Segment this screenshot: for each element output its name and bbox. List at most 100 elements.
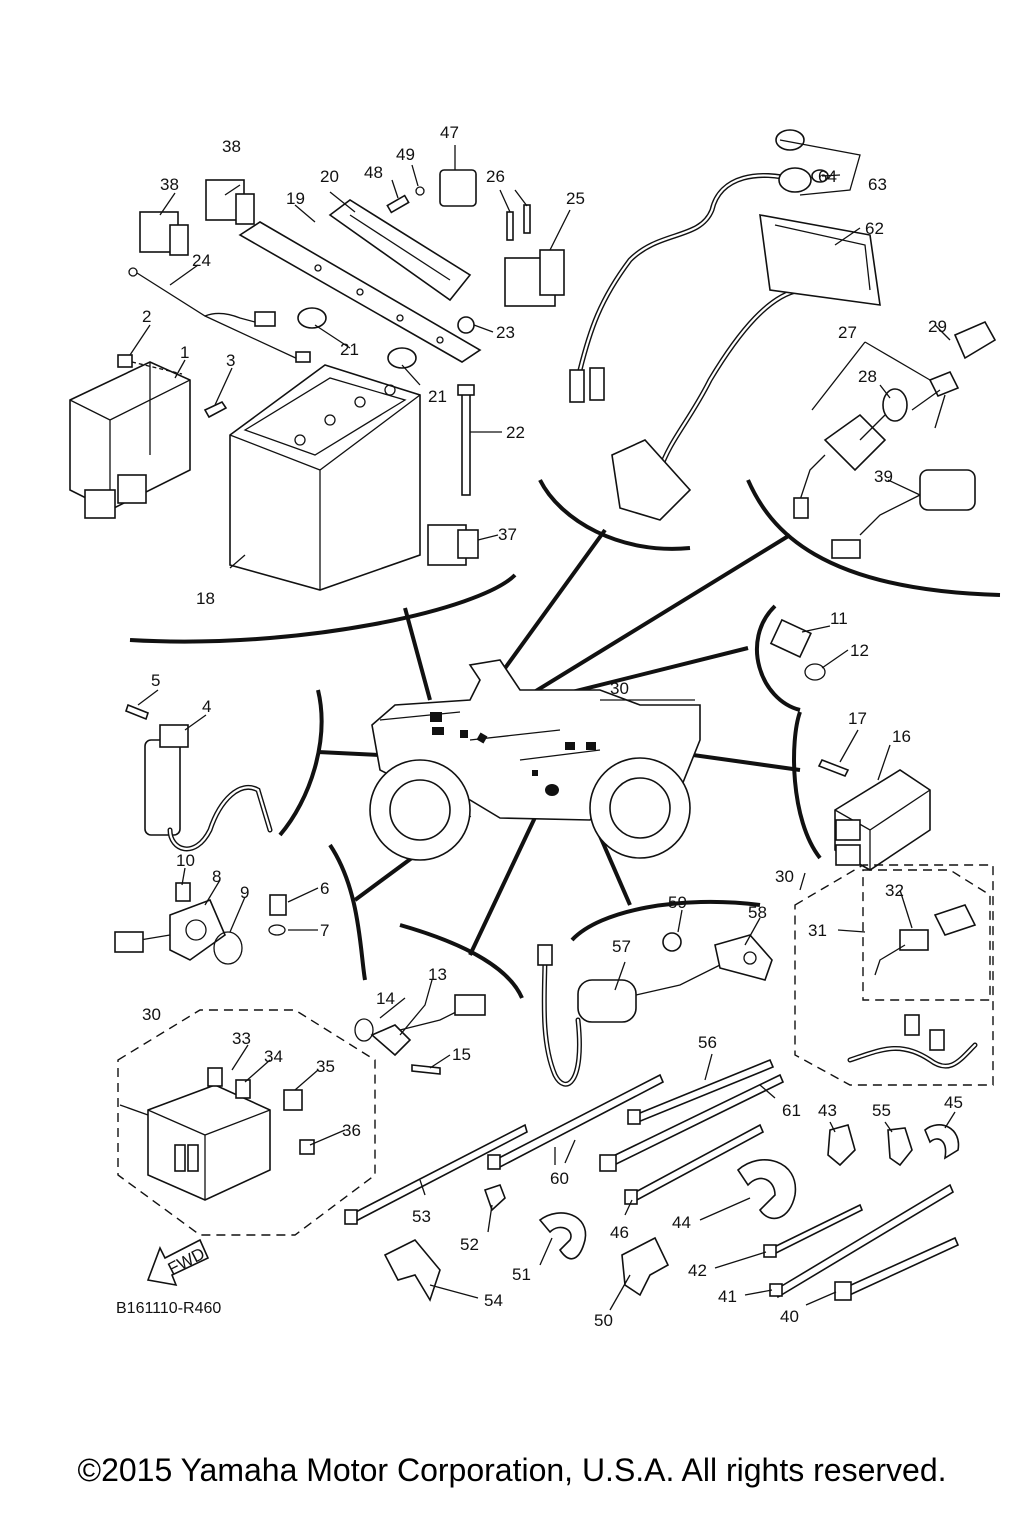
callout-18: 18 — [196, 589, 215, 608]
callout-34: 34 — [264, 1047, 283, 1066]
fwd-arrow-icon: FWD — [146, 1238, 210, 1287]
callout-28: 28 — [858, 367, 877, 386]
callout-43: 43 — [818, 1101, 837, 1120]
callout-53: 53 — [412, 1207, 431, 1226]
callout-38a: 38 — [160, 175, 179, 194]
battery — [229, 364, 421, 591]
ecu-unit — [69, 361, 191, 519]
meter-unit-62 — [759, 214, 881, 306]
callout-48: 48 — [364, 163, 383, 182]
fuse-holder-32 — [874, 904, 977, 976]
meter-harness — [569, 172, 803, 521]
subharness-30-box — [794, 864, 994, 1086]
bolt-48-washer-49 — [386, 186, 425, 214]
callout-35: 35 — [316, 1057, 335, 1076]
main-switch-27 — [793, 413, 887, 519]
callout-13: 13 — [428, 965, 447, 984]
bolt-10 — [175, 882, 191, 902]
callout-21a: 21 — [340, 340, 359, 359]
sensor-47 — [439, 169, 477, 207]
callout-60: 60 — [550, 1169, 569, 1188]
relay-37 — [427, 524, 479, 566]
callout-46: 46 — [610, 1223, 629, 1242]
relay-25 — [504, 249, 565, 307]
callout-7: 7 — [320, 921, 329, 940]
bolts-26 — [506, 204, 531, 241]
harness-30 — [847, 1014, 978, 1069]
throttle-sensor-8 — [114, 898, 226, 961]
callout-10: 10 — [176, 851, 195, 870]
washer-7 — [268, 924, 286, 936]
callout-14: 14 — [376, 989, 395, 1008]
callout-50: 50 — [594, 1311, 613, 1330]
callout-1: 1 — [180, 343, 189, 362]
callout-64: 64 — [818, 167, 837, 186]
socket-39 — [831, 469, 976, 559]
callout-23: 23 — [496, 323, 515, 342]
callout-12: 12 — [850, 641, 869, 660]
callout-30c: 30 — [142, 1005, 161, 1024]
callout-63: 63 — [868, 175, 887, 194]
rectifier-16 — [834, 769, 931, 871]
callout-42: 42 — [688, 1261, 707, 1280]
screw-3 — [203, 400, 228, 419]
callout-26: 26 — [486, 167, 505, 186]
callout-49: 49 — [396, 145, 415, 164]
bolt-17 — [817, 758, 850, 778]
o-ring-9 — [213, 931, 243, 965]
callout-25: 25 — [566, 189, 585, 208]
callout-21b: 21 — [428, 387, 447, 406]
fuses — [207, 1067, 315, 1155]
callout-51: 51 — [512, 1265, 531, 1284]
callout-54: 54 — [484, 1291, 503, 1310]
fuse-box-30-box — [117, 1009, 376, 1236]
callout-30b: 30 — [775, 867, 794, 886]
relays-38 — [139, 179, 255, 256]
callout-41: 41 — [718, 1287, 737, 1306]
callout-2: 2 — [142, 307, 151, 326]
dampers-21 — [297, 307, 417, 369]
speed-sensor-13 — [370, 994, 486, 1057]
drawing-code: B161110-R460 — [116, 1300, 222, 1317]
callout-29: 29 — [928, 317, 947, 336]
switch-6 — [269, 894, 287, 916]
callout-19: 19 — [286, 189, 305, 208]
callout-8: 8 — [212, 867, 221, 886]
callout-33: 33 — [232, 1029, 251, 1048]
callout-17: 17 — [848, 709, 867, 728]
callout-44: 44 — [672, 1213, 691, 1232]
callout-27: 27 — [838, 323, 857, 342]
callout-55: 55 — [872, 1101, 891, 1120]
callout-37: 37 — [498, 525, 517, 544]
callout-30a: 30 — [610, 679, 629, 698]
bolt-59 — [662, 932, 682, 952]
callout-61: 61 — [782, 1101, 801, 1120]
copyright-notice: ©2015 Yamaha Motor Corporation, U.S.A. A… — [77, 1452, 947, 1488]
bracket-58 — [714, 934, 773, 981]
callout-22: 22 — [506, 423, 525, 442]
bolt-15 — [411, 1064, 441, 1075]
battery-band-19 — [238, 221, 482, 363]
callout-31: 31 — [808, 921, 827, 940]
bolt-2 — [117, 354, 183, 375]
callout-62: 62 — [865, 219, 884, 238]
ignition-coil-4 — [144, 724, 273, 852]
callout-6: 6 — [320, 879, 329, 898]
callout-59: 59 — [668, 893, 687, 912]
callout-58: 58 — [748, 903, 767, 922]
bolt-5 — [125, 703, 149, 721]
callout-24: 24 — [192, 251, 211, 270]
callout-47: 47 — [440, 123, 459, 142]
callout-63-bracket — [779, 139, 861, 196]
fuse-box — [119, 1084, 271, 1201]
sensor-11 — [769, 618, 812, 659]
callout-11: 11 — [830, 609, 848, 628]
callout-32: 32 — [885, 881, 904, 900]
callout-3: 3 — [226, 351, 235, 370]
callout-15: 15 — [452, 1045, 471, 1064]
gasket-12 — [804, 663, 826, 681]
horn-57 — [537, 944, 721, 1087]
subharness-31-box — [862, 869, 991, 1001]
callout-20: 20 — [320, 167, 339, 186]
